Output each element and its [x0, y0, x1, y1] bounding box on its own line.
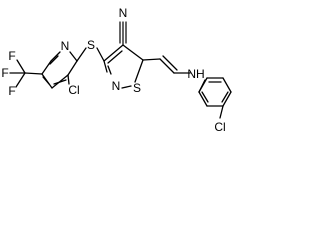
bond-vinyl-double [159, 58, 175, 74]
bond-c6-n1 [50, 51, 61, 62]
bond-cf3-ftop [16, 59, 26, 74]
fluorine-label-left: F [1, 66, 8, 80]
phenyl-chlorine-label: Cl [214, 120, 225, 134]
bond-s-n-ring [121, 85, 132, 89]
vinyl-linker [142, 55, 191, 74]
bond-c2-s [76, 47, 87, 62]
bond-n-c3-ring [103, 60, 108, 73]
thioether-sulfur-label: S [87, 38, 95, 52]
bond-c2-c3 [67, 60, 78, 76]
chemical-structure-diagram: F F F N S Cl N S N NH Cl [0, 0, 242, 142]
nitrile-nitrogen-label: N [119, 6, 128, 20]
bond-c3-c4-inner [53, 79, 67, 85]
bond-n1-c2 [69, 51, 78, 62]
bond-ph-1 [198, 91, 208, 107]
fluorine-label-top: F [8, 49, 15, 63]
cf3-bonds [9, 59, 43, 88]
bond-c6-n1-inner [49, 55, 59, 65]
bond-c4-c5-inner [42, 76, 50, 85]
fluorine-label-bottom: F [8, 84, 15, 98]
bond-n-c3-ring-inner [107, 65, 112, 75]
bond-ph-inner-2 [221, 91, 229, 103]
bond-c4-c5-ring [122, 44, 144, 61]
nh-label: NH [187, 67, 204, 81]
pyridine-chlorine-label: Cl [68, 83, 79, 97]
nitrile-group [119, 21, 127, 46]
bond-ph-4 [222, 77, 232, 93]
bond-vinyl-double-inner [162, 55, 178, 71]
bond-c3-cl [67, 74, 70, 85]
bond-c3-c4-ring-inner [107, 50, 123, 64]
ring-nitrogen-label: N [112, 79, 121, 93]
bond-c3-c4-ring [103, 44, 124, 62]
bond-cf3-fbottom [15, 72, 26, 88]
pyridine-ring [41, 51, 78, 89]
bond-s-isothiazole [96, 47, 105, 62]
bond-ph-inner-1 [201, 91, 209, 103]
structure-canvas: F F F N S Cl N S N NH Cl [0, 0, 242, 142]
bond-ph-cl [219, 105, 224, 119]
bond-ph-3 [222, 91, 232, 107]
bond-c5-c6 [41, 60, 52, 75]
bond-c5-s-ring [134, 59, 144, 83]
ring-sulfur-label: S [133, 81, 141, 95]
bond-c5-cf3 [24, 72, 43, 75]
bond-ring-vinyl [142, 58, 161, 61]
chlorophenyl-ring [198, 77, 232, 119]
pyridine-substituent-bonds [67, 47, 105, 85]
isothiazole-ring [103, 44, 144, 89]
background [0, 0, 242, 142]
pyridine-nitrogen-label: N [61, 39, 70, 53]
bond-ph-6 [198, 77, 208, 93]
